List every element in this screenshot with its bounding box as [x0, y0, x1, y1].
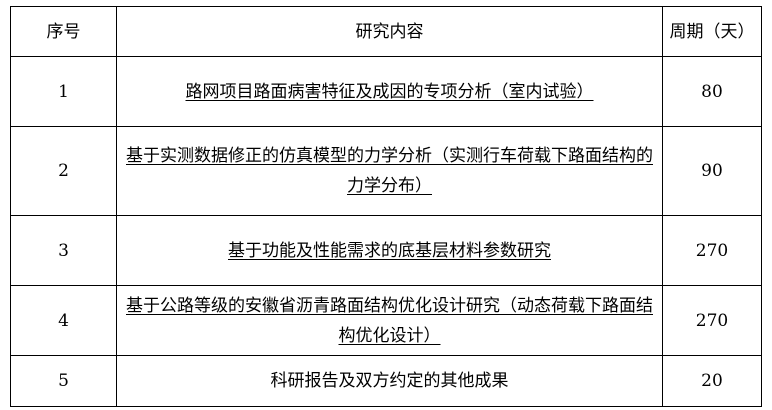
row-period: 90: [662, 126, 762, 216]
research-schedule-table: 序号 研究内容 周期（天） 1 路网项目路面病害特征及成因的专项分析（室内试验）…: [10, 6, 762, 407]
row-content: 科研报告及双方约定的其他成果: [116, 355, 663, 407]
row-content-text: 基于功能及性能需求的底基层材料参数研究: [228, 240, 551, 261]
header-period: 周期（天）: [662, 6, 762, 57]
row-period: 20: [662, 355, 762, 407]
table-row: 2 基于实测数据修正的仿真模型的力学分析（实测行车荷载下路面结构的力学分布） 9…: [10, 126, 762, 216]
row-content: 基于实测数据修正的仿真模型的力学分析（实测行车荷载下路面结构的力学分布）: [116, 126, 663, 216]
table-row: 4 基于公路等级的安徽省沥青路面结构优化设计研究（动态荷载下路面结构优化设计） …: [10, 285, 762, 356]
table-row: 5 科研报告及双方约定的其他成果 20: [10, 355, 762, 407]
row-seq: 4: [10, 285, 117, 356]
row-content-text: 科研报告及双方约定的其他成果: [270, 371, 509, 391]
header-content: 研究内容: [116, 6, 663, 57]
table-row: 3 基于功能及性能需求的底基层材料参数研究 270: [10, 215, 762, 286]
row-seq: 5: [10, 355, 117, 407]
row-content-text: 基于公路等级的安徽省沥青路面结构优化设计研究（动态荷载下路面结构优化设计）: [126, 295, 653, 346]
table-row: 1 路网项目路面病害特征及成因的专项分析（室内试验） 80: [10, 56, 762, 127]
row-content: 基于公路等级的安徽省沥青路面结构优化设计研究（动态荷载下路面结构优化设计）: [116, 285, 663, 356]
header-seq: 序号: [10, 6, 117, 57]
row-content-text: 路网项目路面病害特征及成因的专项分析（室内试验）: [185, 81, 594, 102]
table-header-row: 序号 研究内容 周期（天）: [10, 6, 762, 57]
row-seq: 1: [10, 56, 117, 127]
row-seq: 2: [10, 126, 117, 216]
row-content: 基于功能及性能需求的底基层材料参数研究: [116, 215, 663, 286]
row-period: 80: [662, 56, 762, 127]
row-content-text: 基于实测数据修正的仿真模型的力学分析（实测行车荷载下路面结构的力学分布）: [126, 146, 653, 196]
row-period: 270: [662, 215, 762, 286]
row-content: 路网项目路面病害特征及成因的专项分析（室内试验）: [116, 56, 663, 127]
row-period: 270: [662, 285, 762, 356]
row-seq: 3: [10, 215, 117, 286]
